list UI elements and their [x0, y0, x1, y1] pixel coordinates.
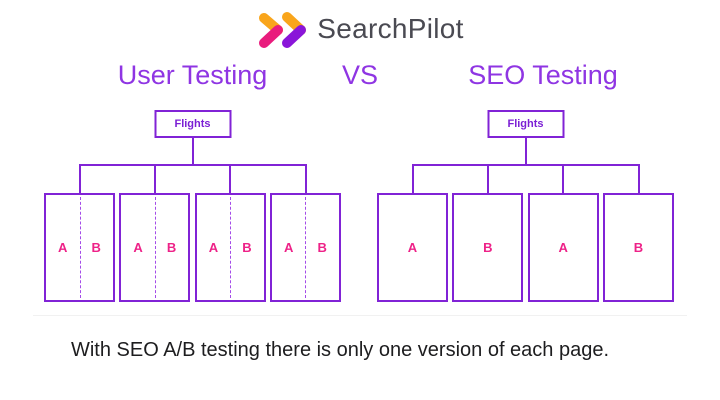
page-row: A B A B A B A B: [44, 193, 341, 302]
flights-root-box: Flights: [154, 110, 231, 138]
tree-horizontal-line: [78, 164, 307, 166]
ab-page-box: A B: [194, 193, 266, 302]
tree-drop-line: [562, 166, 565, 193]
ab-page-box: A B: [119, 193, 191, 302]
single-variant-page-box: B: [602, 193, 674, 302]
flights-root-label: Flights: [174, 118, 211, 130]
user-testing-tree: Flights A B A B A B A B: [44, 110, 341, 302]
page-row: A B A B: [377, 193, 674, 302]
variant-label: B: [633, 240, 644, 255]
seo-testing-title: SEO Testing: [468, 60, 618, 90]
single-variant-page-box: A: [377, 193, 448, 302]
variant-label: B: [483, 240, 493, 255]
tree-drop-line: [411, 166, 414, 193]
caption-text: With SEO A/B testing there is only one v…: [70, 339, 610, 361]
searchpilot-logo: SearchPilot: [0, 9, 720, 49]
variant-b-label: B: [242, 240, 252, 255]
tree-stem-line: [524, 138, 527, 164]
logo-text: SearchPilot: [317, 13, 464, 44]
variant-b-label: B: [91, 240, 101, 255]
double-chevron-right-icon: [259, 12, 307, 48]
tree-drop-line: [486, 166, 489, 193]
flights-root-label: Flights: [507, 118, 544, 130]
seo-testing-tree: Flights A B A B: [377, 110, 674, 302]
tree-drop-line: [637, 166, 640, 193]
variant-label: A: [558, 240, 568, 255]
single-variant-page-box: B: [452, 193, 524, 302]
tree-drop-line: [304, 166, 307, 193]
flights-root-box: Flights: [487, 110, 564, 138]
tree-drop-line: [229, 166, 232, 193]
footer-divider: [33, 315, 687, 316]
variant-label: A: [407, 240, 418, 255]
user-testing-title: User Testing: [117, 60, 268, 90]
variant-b-label: B: [166, 240, 177, 255]
tree-stem-line: [191, 138, 194, 164]
variant-a-label: A: [58, 240, 68, 255]
vs-label: VS: [341, 60, 379, 90]
variant-b-label: B: [317, 240, 327, 255]
single-variant-page-box: A: [527, 193, 599, 302]
ab-page-box: A B: [269, 193, 341, 302]
tree-drop-line: [78, 166, 81, 193]
tree-drop-line: [153, 166, 156, 193]
variant-a-label: A: [208, 240, 219, 255]
tree-horizontal-line: [411, 164, 640, 166]
ab-page-box: A B: [44, 193, 115, 302]
variant-a-label: A: [133, 240, 143, 255]
variant-a-label: A: [284, 240, 294, 255]
